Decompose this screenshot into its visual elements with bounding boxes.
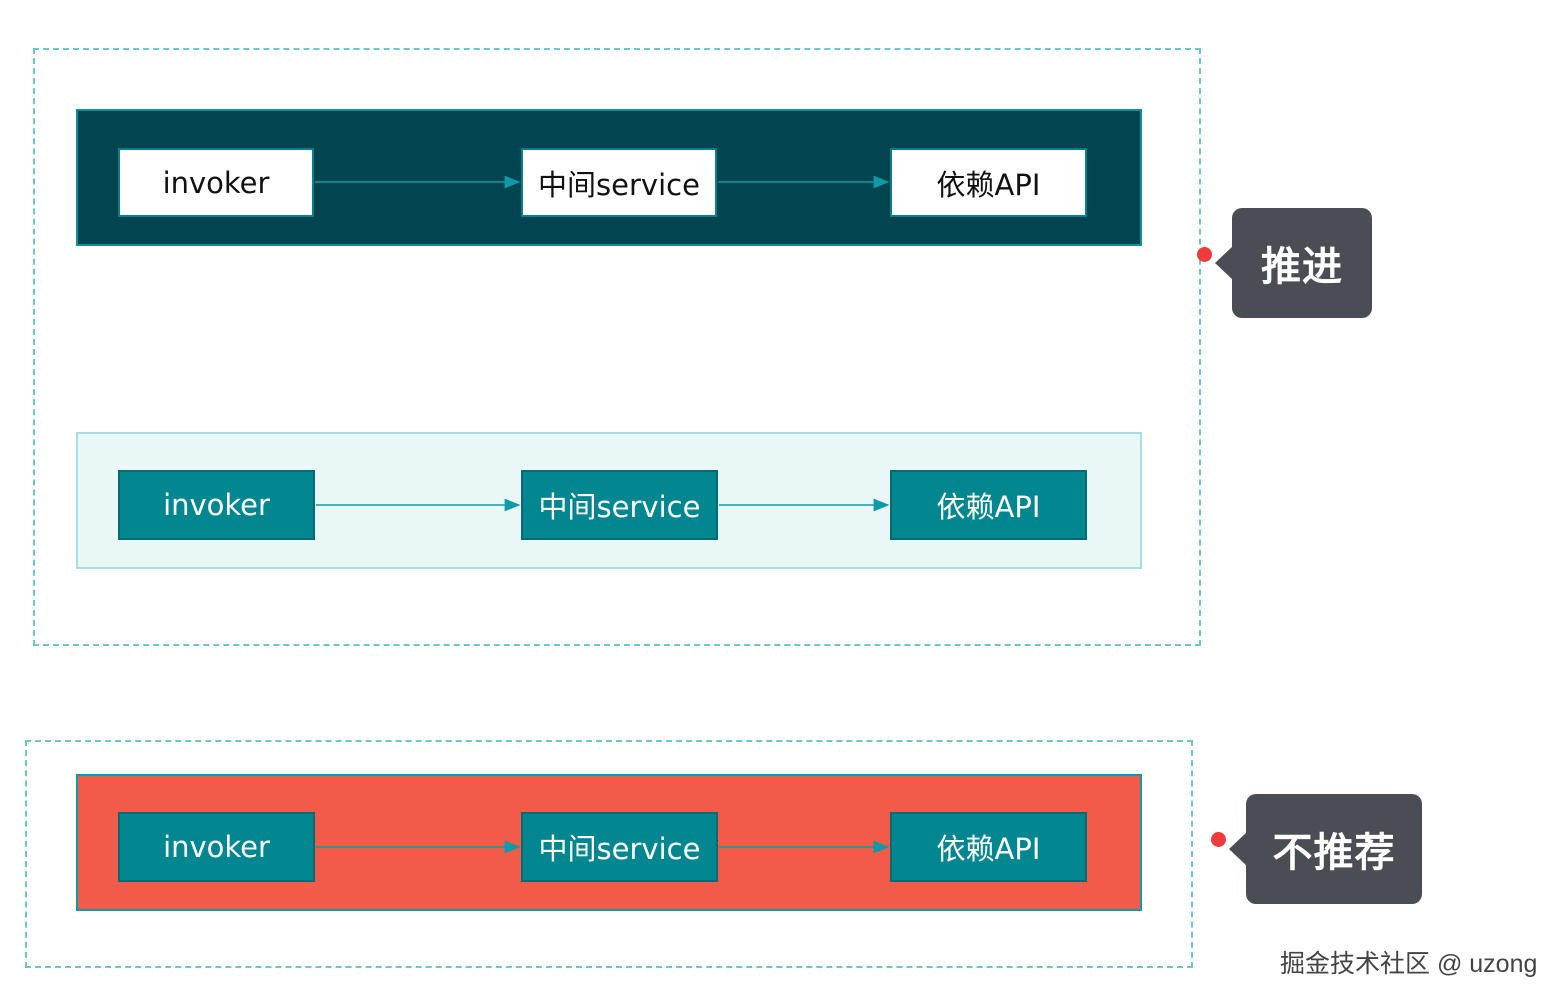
node-middle-service: 中间service	[521, 148, 717, 217]
node-label: invoker	[163, 488, 270, 522]
watermark: 掘金技术社区 @ uzong	[1280, 950, 1538, 978]
node-invoker: invoker	[118, 148, 314, 217]
node-dependency-api: 依赖API	[890, 470, 1087, 540]
node-label: 依赖API	[936, 167, 1041, 202]
callout-label: 不推荐	[1272, 830, 1396, 876]
node-label: 依赖API	[936, 490, 1041, 524]
node-middle-service: 中间service	[521, 470, 718, 540]
marker-dot	[1211, 832, 1226, 847]
node-invoker: invoker	[118, 812, 315, 882]
not-recommended-group	[25, 740, 1193, 968]
node-label: invoker	[163, 830, 270, 864]
callout-pointer	[1229, 832, 1247, 866]
node-label: 中间service	[538, 832, 701, 866]
callout-not-recommended: 不推荐	[1246, 794, 1422, 904]
callout-recommended: 推进	[1232, 208, 1372, 318]
node-label: invoker	[162, 165, 270, 200]
node-dependency-api: 依赖API	[890, 148, 1087, 217]
node-label: 中间service	[538, 490, 701, 524]
callout-pointer	[1215, 246, 1233, 280]
node-invoker: invoker	[118, 470, 315, 540]
node-dependency-api: 依赖API	[890, 812, 1087, 882]
callout-label: 推进	[1261, 244, 1343, 290]
recommended-group	[33, 48, 1201, 646]
node-label: 中间service	[538, 167, 700, 202]
node-middle-service: 中间service	[521, 812, 718, 882]
node-label: 依赖API	[936, 832, 1041, 866]
marker-dot	[1197, 247, 1212, 262]
